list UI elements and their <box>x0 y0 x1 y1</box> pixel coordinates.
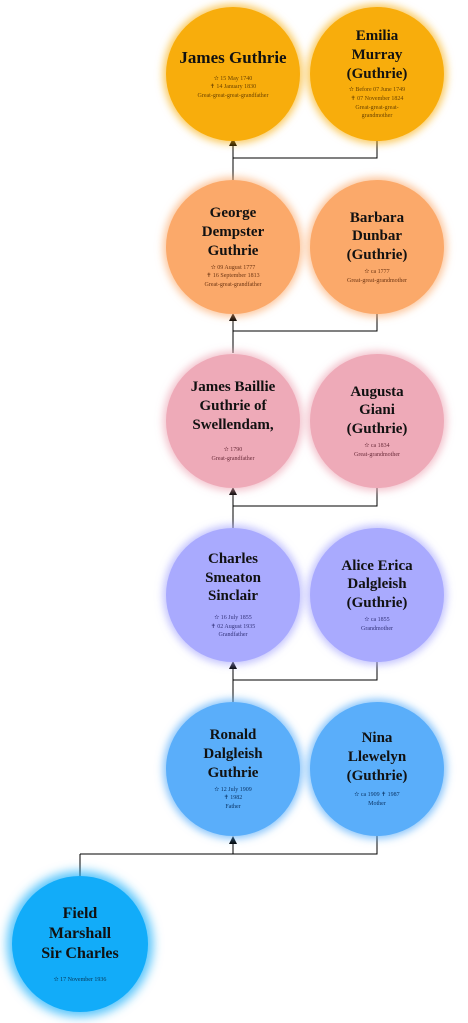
person-details: ✫ 17 November 1936 <box>54 976 107 985</box>
person-name: Ronald Dalgleish Guthrie <box>203 727 263 781</box>
person-card-ronald-dalgleish-guthrie[interactable]: Ronald Dalgleish Guthrie ✫ 12 July 1909 … <box>166 702 300 836</box>
relationship-label: Great-great-great-grandmother <box>355 104 399 120</box>
person-card-augusta-giani[interactable]: Augusta Giani (Guthrie) ✫ ca 1834 Great-… <box>310 354 444 488</box>
birth-date: ✫ ca 1855 <box>364 616 390 623</box>
person-card-sir-charles[interactable]: Field Marshall Sir Charles ✫ 17 November… <box>12 876 148 1012</box>
person-name: Barbara Dunbar (Guthrie) <box>346 209 408 264</box>
relationship-label: Great-grandmother <box>354 451 400 458</box>
relationship-label: Great-great-grandfather <box>204 281 262 288</box>
relationship-label: Grandfather <box>218 632 248 639</box>
person-name: James Guthrie <box>179 48 287 68</box>
person-card-nina-llewelyn[interactable]: Nina Llewelyn (Guthrie) ✫ ca 1909 ✝ 1987… <box>310 702 444 836</box>
person-name: Charles Smeaton Sinclair <box>205 550 261 605</box>
relationship-label: Great-great-grandmother <box>347 277 407 284</box>
person-details: ✫ 12 July 1909 ✝ 1982 Father <box>214 786 252 812</box>
connector-gen4-gen5 <box>229 313 378 332</box>
life-dates: ✫ ca 1909 ✝ 1987 <box>354 792 400 799</box>
relationship-label: Mother <box>368 801 386 808</box>
person-details: ✫ ca 1855 Grandmother <box>361 616 393 633</box>
person-details: ✫ ca 1777 Great-great-grandmother <box>347 268 407 285</box>
birth-date: ✫ ca 1834 <box>364 442 390 449</box>
birth-date: ✫ 15 May 1740 <box>213 75 253 82</box>
person-details: ✫ ca 1834 Great-grandmother <box>354 442 400 459</box>
person-name: Alice Erica Dalgleish (Guthrie) <box>341 557 413 612</box>
death-date: ✝ 07 November 1824 <box>350 95 404 102</box>
person-name: James Baillie Guthrie of Swellendam, <box>190 379 276 433</box>
person-name: Field Marshall Sir Charles <box>41 904 119 962</box>
connector-gen1-gen2 <box>229 836 378 855</box>
person-card-james-baillie-guthrie[interactable]: James Baillie Guthrie of Swellendam, ✫ 1… <box>166 354 300 488</box>
person-name: George Dempster Guthrie <box>201 205 265 259</box>
person-details: ✫ Before 07 June 1749 ✝ 07 November 1824… <box>341 86 413 121</box>
person-name: Nina Llewelyn (Guthrie) <box>346 730 408 784</box>
birth-date: ✫ 1790 <box>223 447 243 454</box>
person-details: ✫ 15 May 1740 ✝ 14 January 1830 Great-gr… <box>197 75 269 101</box>
person-card-charles-smeaton-sinclair[interactable]: Charles Smeaton Sinclair ✫ 16 July 1855 … <box>166 528 300 662</box>
relationship-label: Grandmother <box>361 625 393 632</box>
connector-gen2-gen3 <box>229 661 378 681</box>
connector-gen5-gen6 <box>229 138 378 159</box>
person-details: ✫ 16 July 1855 ✝ 02 August 1935 Grandfat… <box>211 614 256 640</box>
death-date: ✝ 02 August 1935 <box>210 623 256 630</box>
person-card-james-guthrie[interactable]: James Guthrie ✫ 15 May 1740 ✝ 14 January… <box>166 7 300 141</box>
connector-gen3-gen4 <box>229 487 378 507</box>
birth-date: ✫ 17 November 1936 <box>53 976 107 983</box>
birth-date: ✫ 16 July 1855 <box>214 615 252 622</box>
birth-date: ✫ 12 July 1909 <box>214 786 252 793</box>
death-date: ✝ 16 September 1813 <box>206 273 260 280</box>
person-details: ✫ ca 1909 ✝ 1987 Mother <box>354 791 399 808</box>
person-details: ✫ 09 August 1777 ✝ 16 September 1813 Gre… <box>205 264 262 290</box>
death-date: ✝ 14 January 1830 <box>209 84 257 91</box>
death-date: ✝ 1982 <box>223 795 243 802</box>
person-card-barbara-dunbar[interactable]: Barbara Dunbar (Guthrie) ✫ ca 1777 Great… <box>310 180 444 314</box>
birth-date: ✫ Before 07 June 1749 <box>348 87 406 94</box>
birth-date: ✫ 09 August 1777 <box>210 264 256 271</box>
person-card-emilia-murray[interactable]: Emilia Murray (Guthrie) ✫ Before 07 June… <box>310 7 444 141</box>
person-name: Emilia Murray (Guthrie) <box>346 28 408 82</box>
relationship-label: Great-great-great-grandfather <box>197 92 269 99</box>
person-card-george-dempster-guthrie[interactable]: George Dempster Guthrie ✫ 09 August 1777… <box>166 180 300 314</box>
person-details: ✫ 1790 Great-grandfather <box>212 446 255 463</box>
relationship-label: Great-grandfather <box>211 456 255 463</box>
person-name: Augusta Giani (Guthrie) <box>346 383 408 438</box>
birth-date: ✫ ca 1777 <box>364 268 390 275</box>
person-card-alice-erica-dalgleish[interactable]: Alice Erica Dalgleish (Guthrie) ✫ ca 185… <box>310 528 444 662</box>
relationship-label: Father <box>225 803 241 810</box>
